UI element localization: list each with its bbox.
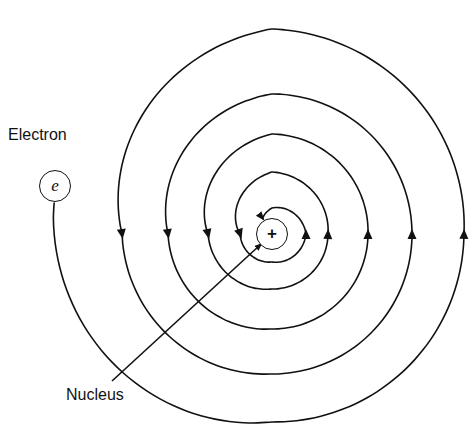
direction-arrowhead — [301, 229, 310, 239]
electron-circle: e — [39, 170, 71, 202]
direction-arrowhead — [408, 229, 417, 239]
direction-arrowhead — [203, 228, 214, 240]
electron-label: Electron — [8, 126, 67, 144]
direction-arrowhead — [234, 228, 246, 240]
direction-arrowhead — [459, 229, 468, 239]
direction-arrowhead — [363, 229, 372, 239]
direction-arrowhead — [117, 228, 127, 239]
nucleus-circle: + — [256, 218, 288, 250]
nucleus-label: Nucleus — [66, 386, 124, 404]
direction-arrowhead — [163, 228, 173, 239]
direction-arrowhead — [323, 229, 332, 239]
node-text: + — [267, 224, 277, 244]
electron-path — [53, 29, 464, 423]
leader-line — [112, 244, 262, 382]
node-text: e — [51, 176, 59, 196]
